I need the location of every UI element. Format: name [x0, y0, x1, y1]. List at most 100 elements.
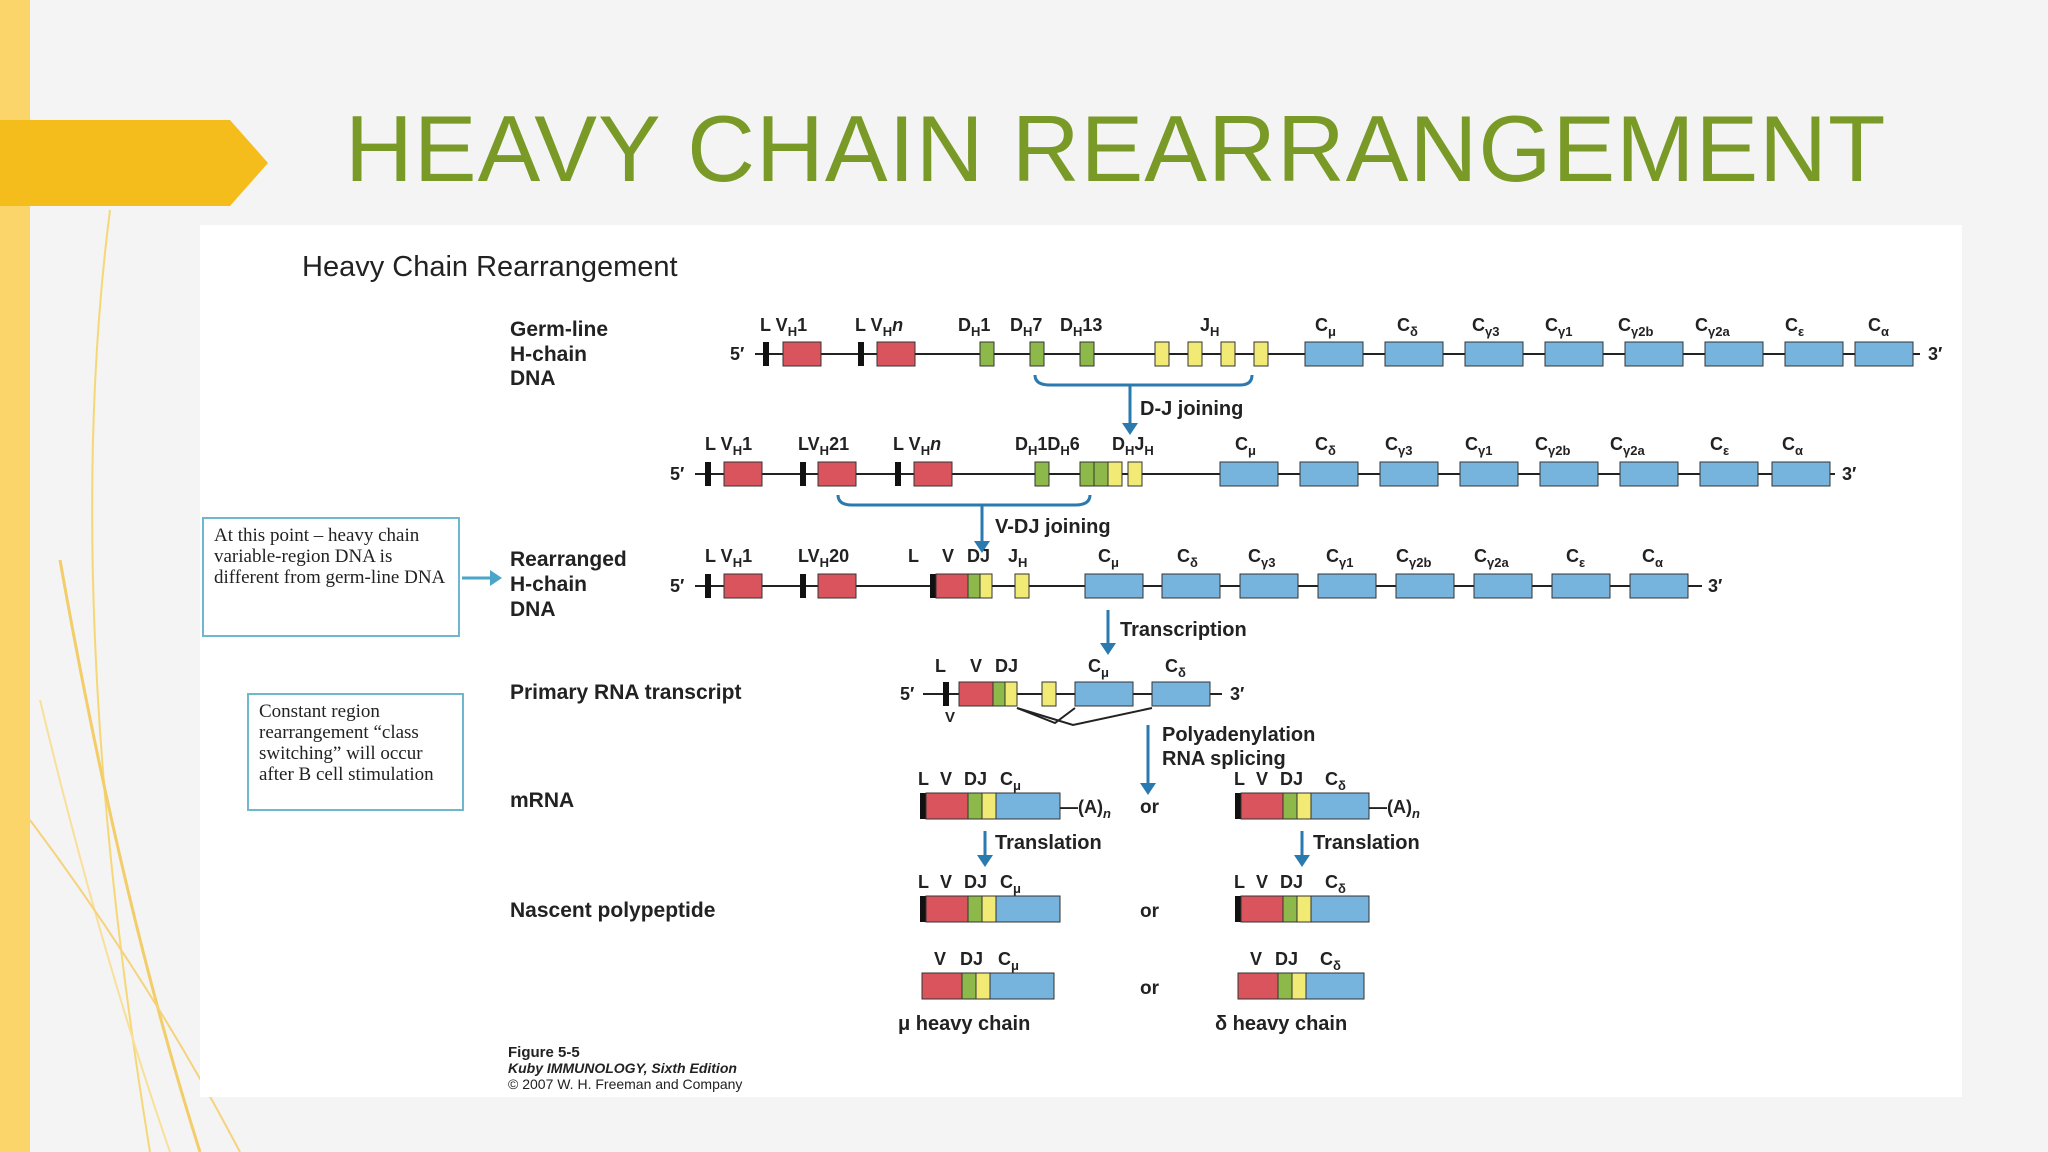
row2-dh6-num: 6	[1070, 434, 1080, 454]
vdj-joining-label: V-DJ joining	[995, 516, 1111, 538]
row3-constant-label: Cδ	[1177, 546, 1198, 570]
svg-text:L VHn: L VHn	[893, 434, 941, 458]
row2-constant-label: Cε	[1710, 434, 1729, 458]
final-left-cmu: Cμ	[998, 949, 1019, 973]
row3-dj-label: DJ	[967, 546, 990, 566]
row2-dh6-sub: H	[1060, 443, 1069, 458]
final-right-cdelta: Cδ	[1320, 949, 1341, 973]
row2-dh1-label: D	[1015, 434, 1028, 454]
svg-text:LVH20: LVH20	[798, 546, 849, 570]
germline-dh13-sub: H	[1073, 324, 1082, 339]
svg-text:—(A)n: —(A)n	[1060, 797, 1111, 821]
row3-constant-label: Cε	[1566, 546, 1585, 570]
row3-constant-label: Cγ1	[1326, 546, 1353, 570]
row1-constant-label: Cγ2a	[1695, 315, 1730, 339]
germline-jh-sub: H	[1210, 324, 1219, 339]
slide-title: HEAVY CHAIN REARRANGEMENT	[345, 96, 1887, 201]
germline-dh7-num: 7	[1032, 315, 1042, 335]
dj-rearranged-row: 5′ 3′ L VH1 LVH21 L VHn	[670, 434, 1856, 553]
mrna-right-v: V	[1256, 769, 1268, 789]
row2-dh-label: D	[1112, 434, 1125, 454]
row2-dh-sub: H	[1125, 443, 1134, 458]
row2-5prime: 5′	[670, 464, 684, 484]
dj-joining-label: D-J joining	[1140, 398, 1243, 420]
mrna-right-polya: —(A)	[1369, 797, 1412, 817]
mrna-row: —(A)n or L V DJ Cμ —(A)n L V DJ Cδ Trans…	[918, 769, 1420, 867]
row2-jh-sub: H	[1144, 443, 1153, 458]
nascent-left-v: V	[940, 872, 952, 892]
rearranged-label-1: Rearranged	[510, 548, 627, 571]
mrna-or: or	[1140, 797, 1160, 818]
nascent-polypeptide-label: Nascent polypeptide	[510, 899, 715, 922]
nascent-left-dj: DJ	[964, 872, 987, 892]
nascent-right-l: L	[1234, 872, 1245, 892]
germline-lvn-label: L V	[855, 315, 883, 335]
row2-lvn-label: L V	[893, 434, 921, 454]
germline-lv1-sub: H	[788, 324, 797, 339]
germline-lv1-num: 1	[797, 315, 807, 335]
row2-dh1-num: 1	[1037, 434, 1047, 454]
germline-5prime: 5′	[730, 344, 744, 364]
row2-lv1-label: L V	[705, 434, 733, 454]
nascent-or: or	[1140, 901, 1160, 922]
row2-constant-label: Cγ3	[1385, 434, 1412, 458]
mu-heavy-chain-label: μ heavy chain	[898, 1013, 1030, 1035]
primary-transcript: 5′ 3′ L V DJ V Cμ Cδ Polyadenylation	[900, 656, 1315, 795]
row2-constant-label: Cγ2a	[1610, 434, 1645, 458]
germline-dh1-num: 1	[980, 315, 990, 335]
nascent-right-dj: DJ	[1280, 872, 1303, 892]
primary-3prime: 3′	[1230, 684, 1244, 704]
row3-lv20-num: 20	[829, 546, 849, 566]
germline-lv1-label: L V	[760, 315, 788, 335]
nascent-row: L V DJ Cμ L V DJ Cδ or	[918, 872, 1370, 923]
row2-lvn-num: n	[930, 434, 941, 454]
rearranged-label-2: H-chain	[510, 573, 587, 596]
mrna-left-cmu: Cμ	[1000, 769, 1021, 793]
svg-text:L VH1: L VH1	[705, 434, 752, 458]
row3-l-label: L	[908, 546, 919, 566]
row3-constant-label: Cγ3	[1248, 546, 1275, 570]
row1-constant-label: Cμ	[1315, 315, 1336, 339]
row1-constant-label: Cγ3	[1472, 315, 1499, 339]
note-variable-region: At this point – heavy chain variable-reg…	[202, 517, 460, 637]
heavy-chain-figure: Heavy Chain Rearrangement Germ-line H-ch…	[200, 225, 1962, 1097]
figure-diagram: Heavy Chain Rearrangement Germ-line H-ch…	[302, 251, 1942, 1092]
row2-lv21-label: LV	[798, 434, 820, 454]
germline-dh7-label: D	[1010, 315, 1023, 335]
row1-constant-label: Cγ1	[1545, 315, 1572, 339]
row3-lv1-num: 1	[742, 546, 752, 566]
primary-l-label: L	[935, 656, 946, 676]
row1-constant-label: Cα	[1868, 315, 1889, 339]
svg-text:JH: JH	[1008, 546, 1027, 570]
svg-text:DHJH: DHJH	[1112, 434, 1154, 458]
mrna-right-dj: DJ	[1280, 769, 1303, 789]
row1-constant-label: Cγ2b	[1618, 315, 1653, 339]
row3-jh-label: J	[1008, 546, 1018, 566]
row2-constant-label: Cμ	[1235, 434, 1256, 458]
svg-text:L VH1: L VH1	[760, 315, 807, 339]
svg-text:DH1: DH1	[958, 315, 990, 339]
transcription-label: Transcription	[1120, 619, 1247, 641]
germline-dh13-label: D	[1060, 315, 1073, 335]
figure-caption-copyright: © 2007 W. H. Freeman and Company	[508, 1076, 742, 1092]
primary-cmu-label: Cμ	[1088, 656, 1109, 680]
mrna-right-polya-n: n	[1412, 806, 1420, 821]
germline-row: 5′ 3′ L VH1 L VHn DH1	[730, 315, 1942, 435]
rearranged-row: 5′ 3′ L VH1 LVH20 L V DJ	[670, 546, 1722, 655]
row3-constant-label: Cμ	[1098, 546, 1119, 570]
row2-dh1-sub: H	[1028, 443, 1037, 458]
germline-dh1-sub: H	[971, 324, 980, 339]
svg-text:DH1DH6: DH1DH6	[1015, 434, 1080, 458]
germline-lvn-sub: H	[883, 324, 892, 339]
germline-dh13-num: 13	[1082, 315, 1102, 335]
row2-constant-label: Cγ2b	[1535, 434, 1570, 458]
primary-transcript-label: Primary RNA transcript	[510, 681, 741, 704]
mrna-right-cdelta: Cδ	[1325, 769, 1346, 793]
row2-constant-label: Cγ1	[1465, 434, 1492, 458]
svg-text:L VH1: L VH1	[705, 546, 752, 570]
mrna-left-polya: —(A)	[1060, 797, 1103, 817]
germline-label-3: DNA	[510, 367, 556, 390]
nascent-right-v: V	[1256, 872, 1268, 892]
row2-lv21-sub: H	[820, 443, 829, 458]
row3-3prime: 3′	[1708, 576, 1722, 596]
